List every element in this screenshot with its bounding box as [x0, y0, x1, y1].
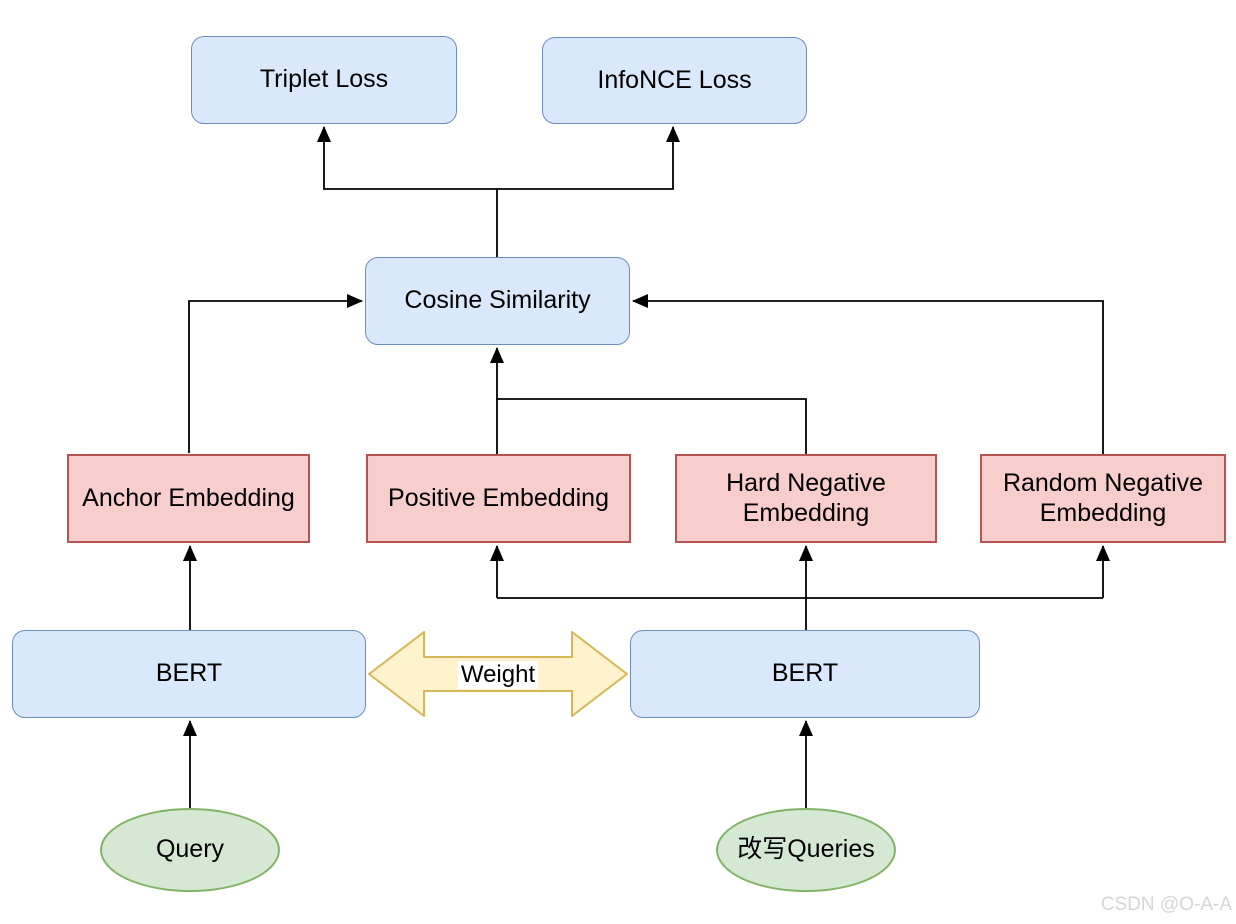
node-label-hard-negative-embedding: Hard Negative Embedding — [726, 469, 886, 527]
node-label-triplet-loss: Triplet Loss — [259, 65, 389, 94]
node-label-anchor-embedding: Anchor Embedding — [82, 483, 295, 512]
node-label-positive-embedding: Positive Embedding — [388, 483, 609, 512]
node-bert-right: BERT — [630, 630, 980, 718]
node-anchor-embedding: Anchor Embedding — [67, 454, 310, 543]
node-cosine-similarity: Cosine Similarity — [365, 257, 630, 345]
edge-cosine-to-triplet — [317, 126, 498, 257]
node-infonce-loss: InfoNCE Loss — [542, 37, 807, 124]
node-label-bert-right: BERT — [771, 659, 839, 688]
node-label-random-negative-embedding: Random Negative Embedding — [1002, 469, 1204, 527]
weight-connector-label: Weight — [457, 661, 539, 689]
node-label-cosine-similarity: Cosine Similarity — [404, 286, 591, 315]
node-triplet-loss: Triplet Loss — [191, 36, 457, 124]
node-label-rewritten-queries: 改写Queries — [737, 835, 875, 864]
weight-connector-label-container: Weight — [430, 660, 566, 690]
node-label-query: Query — [155, 835, 225, 864]
edge-anchor-to-cosine — [188, 294, 363, 453]
edge-cosine-to-infonce — [497, 126, 680, 190]
edge-random-to-cosine — [632, 294, 1104, 454]
watermark: CSDN @O-A-A — [1100, 894, 1232, 915]
edge-hardneg-to-cosine — [497, 398, 807, 454]
node-label-infonce-loss: InfoNCE Loss — [597, 65, 752, 94]
node-random-negative-embedding: Random Negative Embedding — [980, 454, 1226, 543]
node-bert-left: BERT — [12, 630, 366, 718]
node-positive-embedding: Positive Embedding — [366, 454, 631, 543]
node-query: Query — [100, 808, 280, 892]
node-label-bert-left: BERT — [155, 659, 223, 688]
node-rewritten-queries: 改写Queries — [716, 808, 896, 892]
node-hard-negative-embedding: Hard Negative Embedding — [675, 454, 937, 543]
